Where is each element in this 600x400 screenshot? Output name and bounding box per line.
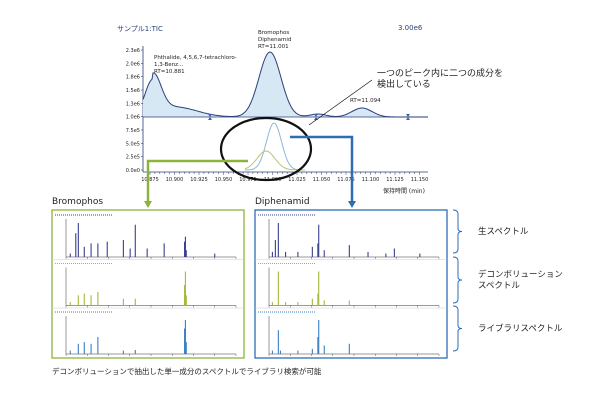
peak-label-rt-11094: RT=11.094 bbox=[350, 98, 381, 104]
row-label-library: ライブラリスペクトル bbox=[478, 324, 563, 334]
tic-trace bbox=[142, 51, 428, 118]
annotation-line2: 検出している bbox=[377, 80, 431, 90]
bracket-icon bbox=[452, 256, 463, 304]
tic-fill bbox=[143, 52, 428, 117]
diphenamid-connector bbox=[290, 135, 354, 202]
x-tick-label: 11.100 bbox=[362, 177, 380, 183]
x-tick-label: 10.950 bbox=[215, 177, 233, 183]
x-tick-label: 11.150 bbox=[411, 177, 429, 183]
x-tick-label: 11.050 bbox=[313, 177, 331, 183]
arrow-down-icon bbox=[348, 201, 356, 208]
arrow-down-icon bbox=[144, 201, 152, 208]
y-tick-label: 2.5e5 bbox=[126, 155, 140, 161]
integration-marker-icon bbox=[314, 114, 318, 120]
x-tick-label: 10.975 bbox=[239, 177, 257, 183]
annotation-leader-line bbox=[308, 79, 373, 126]
x-tick-label: 10.925 bbox=[190, 177, 208, 183]
bracket-icon bbox=[452, 209, 463, 254]
chromatogram-title: サンプル1:TIC bbox=[117, 25, 163, 33]
caption: デコンボリューションで抽出した単一成分のスペクトルでライブラリ検索が可能 bbox=[52, 367, 322, 376]
x-tick-label: 10.875 bbox=[141, 177, 159, 183]
peak-label-phthalide: Phthalide, 4,5,6,7-tetrachloro- 1,3-Benz… bbox=[154, 55, 237, 75]
row-label-deconvolution-line2: スペクトル bbox=[478, 281, 520, 291]
y-tick-label: 1.8e6 bbox=[126, 75, 140, 81]
bracket-icon bbox=[452, 305, 463, 352]
compound-label-diphenamid: Diphenamid bbox=[255, 197, 310, 207]
x-tick-label: 11.125 bbox=[386, 177, 404, 183]
row-label-deconvolution-line1: デコンボリューション bbox=[478, 270, 563, 280]
y-tick-label: 7.5e5 bbox=[126, 128, 140, 134]
bromophos-connector bbox=[146, 159, 248, 202]
annotation-line1: 一つのピーク内に二つの成分を bbox=[377, 69, 504, 79]
y-tick-label: 2.0e6 bbox=[126, 61, 140, 67]
compound-label-bromophos: Bromophos bbox=[52, 197, 104, 207]
y-tick-label: 1.0e6 bbox=[126, 115, 140, 121]
chromatogram-scale: 3.00e6 bbox=[398, 24, 423, 32]
x-tick-label: 11.025 bbox=[288, 177, 306, 183]
y-tick-label: 1.3e6 bbox=[126, 101, 140, 107]
x-tick-label: 11.075 bbox=[337, 177, 355, 183]
row-label-deconvolution: デコンボリューション スペクトル bbox=[478, 270, 563, 292]
y-tick-label: 5.0e5 bbox=[126, 141, 140, 147]
peak-label-bromophos-diphenamid: Bromophos Diphenamid RT=11.001 bbox=[258, 30, 292, 50]
diphenamid-deconvoluted-trace bbox=[245, 122, 305, 171]
annotation-text: 一つのピーク内に二つの成分を 検出している bbox=[377, 69, 503, 91]
spectrum-panel-diphenamid bbox=[254, 209, 448, 359]
bromophos-deconvoluted-trace bbox=[244, 150, 305, 171]
row-label-raw: 生スペクトル bbox=[478, 227, 529, 237]
spectrum-panel-bromophos bbox=[51, 209, 245, 359]
integration-marker-icon bbox=[406, 114, 410, 120]
y-tick-label: 0.0e0 bbox=[126, 168, 140, 174]
integration-marker-icon bbox=[208, 114, 212, 120]
y-tick-label: 2.3e6 bbox=[126, 48, 140, 54]
highlight-ellipse bbox=[219, 116, 313, 182]
y-tick-label: 1.5e6 bbox=[126, 88, 140, 94]
x-axis-label: 保持時間 (min) bbox=[383, 188, 425, 195]
x-tick-label: 10.900 bbox=[166, 177, 184, 183]
